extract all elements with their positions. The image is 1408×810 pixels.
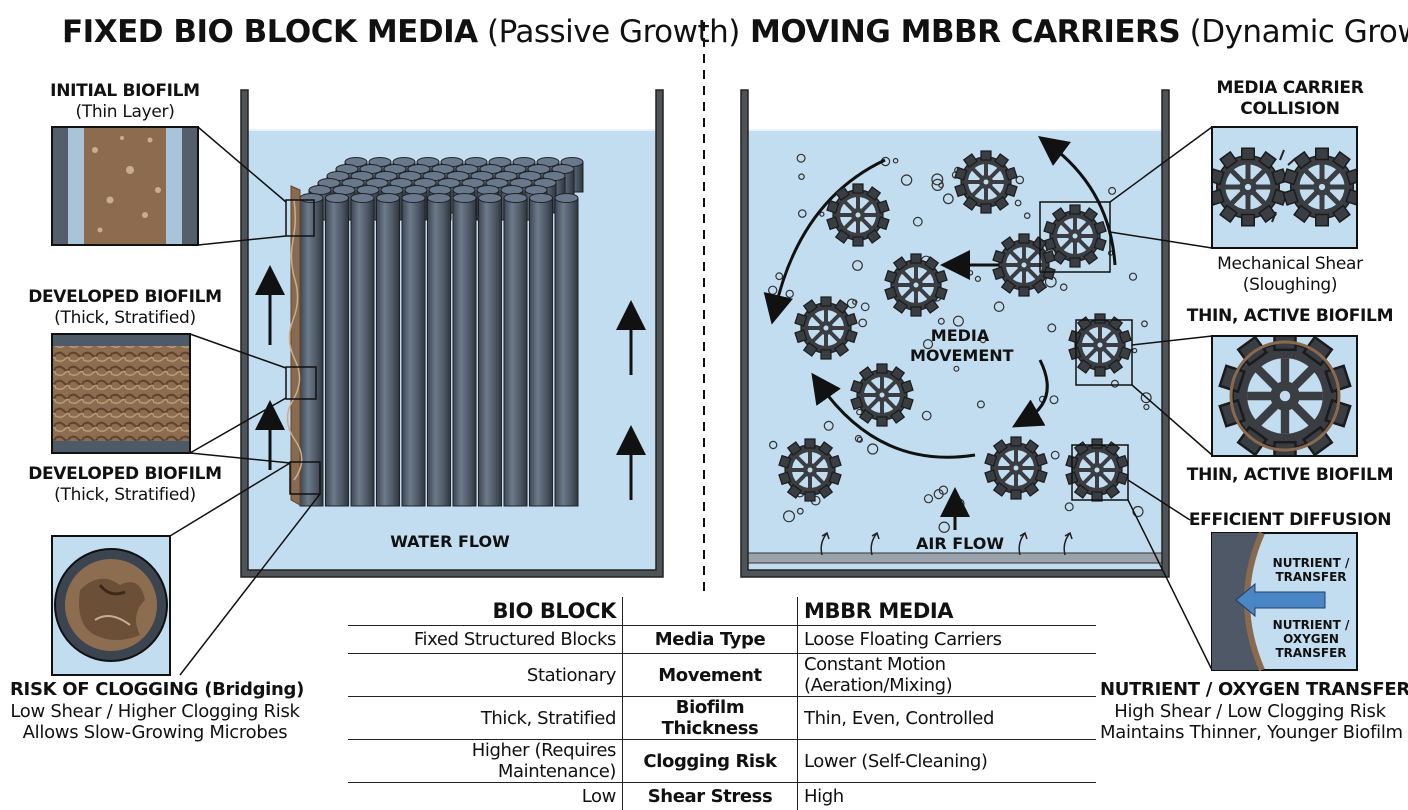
cell-attribute: Biofilm Thickness <box>623 697 798 740</box>
cell-attribute: Shear Stress <box>623 783 798 810</box>
air-flow-label: AIR FLOW <box>900 534 1020 554</box>
cell-attribute: Media Type <box>623 626 798 654</box>
inset-oxygen: OXYGEN <box>1266 632 1356 646</box>
table-row: Low Shear Stress High <box>348 783 1096 810</box>
cell-bio-block: Stationary <box>348 654 623 697</box>
left-title-bold: FIXED BIO BLOCK MEDIA <box>62 14 478 50</box>
transfer-label: NUTRIENT / OXYGEN TRANSFER <box>1100 679 1400 700</box>
cell-bio-block: Fixed Structured Blocks <box>348 626 623 654</box>
cell-bio-block: Thick, Stratified <box>348 697 623 740</box>
comparison-table: BIO BLOCK MBBR MEDIA Fixed Structured Bl… <box>348 597 1096 810</box>
developed-biofilm-sub-1: (Thick, Stratified) <box>15 308 235 329</box>
developed-biofilm-label-1: DEVELOPED BIOFILM <box>15 287 235 308</box>
left-title-rest: (Passive Growth) <box>487 14 740 50</box>
clogging-risk-label: RISK OF CLOGGING (Bridging) <box>10 679 300 700</box>
bio-block-media <box>287 158 583 507</box>
collision-label-1: MEDIA CARRIER <box>1200 78 1380 99</box>
cell-mbbr: Lower (Self-Cleaning) <box>798 740 1097 783</box>
inset-nutrient-2: NUTRIENT / <box>1266 618 1356 632</box>
left-note-2: Allows Slow-Growing Microbes <box>10 722 300 743</box>
inset-transfer-1: TRANSFER <box>1266 570 1356 584</box>
header-attribute <box>623 597 798 626</box>
collision-label-2: COLLISION <box>1200 99 1380 120</box>
right-note-1: High Shear / Low Clogging Risk <box>1100 701 1400 722</box>
developed-biofilm-sub-2: (Thick, Stratified) <box>15 485 235 506</box>
cell-bio-block: Low <box>348 783 623 810</box>
cell-attribute: Clogging Risk <box>623 740 798 783</box>
right-note-2: Maintains Thinner, Younger Biofilm <box>1100 722 1400 743</box>
developed-biofilm-inset <box>52 334 190 453</box>
initial-biofilm-sub: (Thin Layer) <box>30 102 220 123</box>
developed-biofilm-label-2: DEVELOPED BIOFILM <box>15 464 235 485</box>
table-row: Thick, Stratified Biofilm Thickness Thin… <box>348 697 1096 740</box>
cell-mbbr: Thin, Even, Controlled <box>798 697 1097 740</box>
header-mbbr: MBBR MEDIA <box>798 597 1097 626</box>
cell-bio-block: Higher (Requires Maintenance) <box>348 740 623 783</box>
water-flow-label: WATER FLOW <box>360 532 540 552</box>
shear-label-2: (Sloughing) <box>1190 275 1390 296</box>
left-panel-title: FIXED BIO BLOCK MEDIA (Passive Growth) <box>62 14 740 50</box>
cell-mbbr: Constant Motion (Aeration/Mixing) <box>798 654 1097 697</box>
thin-biofilm-label-top: THIN, ACTIVE BIOFILM <box>1180 306 1400 327</box>
initial-biofilm-label: INITIAL BIOFILM <box>30 81 220 102</box>
left-note-1: Low Shear / Higher Clogging Risk <box>10 701 300 722</box>
collision-inset <box>1209 127 1361 248</box>
right-title-bold: MOVING MBBR CARRIERS <box>750 14 1180 50</box>
media-movement-label-2: MOVEMENT <box>910 346 1010 366</box>
table-row: Fixed Structured Blocks Media Type Loose… <box>348 626 1096 654</box>
table-row: Stationary Movement Constant Motion (Aer… <box>348 654 1096 697</box>
diffusion-label: EFFICIENT DIFFUSION <box>1180 510 1400 531</box>
header-bio-block: BIO BLOCK <box>348 597 623 626</box>
right-title-rest: (Dynamic Growth) <box>1190 14 1408 50</box>
thin-biofilm-label-bottom: THIN, ACTIVE BIOFILM <box>1180 465 1400 486</box>
clogging-inset <box>52 536 170 675</box>
cell-mbbr: Loose Floating Carriers <box>798 626 1097 654</box>
inset-nutrient-1: NUTRIENT / <box>1266 556 1356 570</box>
shear-label-1: Mechanical Shear <box>1190 254 1390 275</box>
right-panel-title: MOVING MBBR CARRIERS (Dynamic Growth) <box>750 14 1408 50</box>
initial-biofilm-inset <box>52 127 198 245</box>
table-header-row: BIO BLOCK MBBR MEDIA <box>348 597 1096 626</box>
thin-biofilm-inset <box>1212 331 1357 461</box>
cell-mbbr: High <box>798 783 1097 810</box>
table-row: Higher (Requires Maintenance) Clogging R… <box>348 740 1096 783</box>
media-movement-label-1: MEDIA <box>910 326 1010 346</box>
inset-transfer-2: TRANSFER <box>1266 646 1356 660</box>
cell-attribute: Movement <box>623 654 798 697</box>
